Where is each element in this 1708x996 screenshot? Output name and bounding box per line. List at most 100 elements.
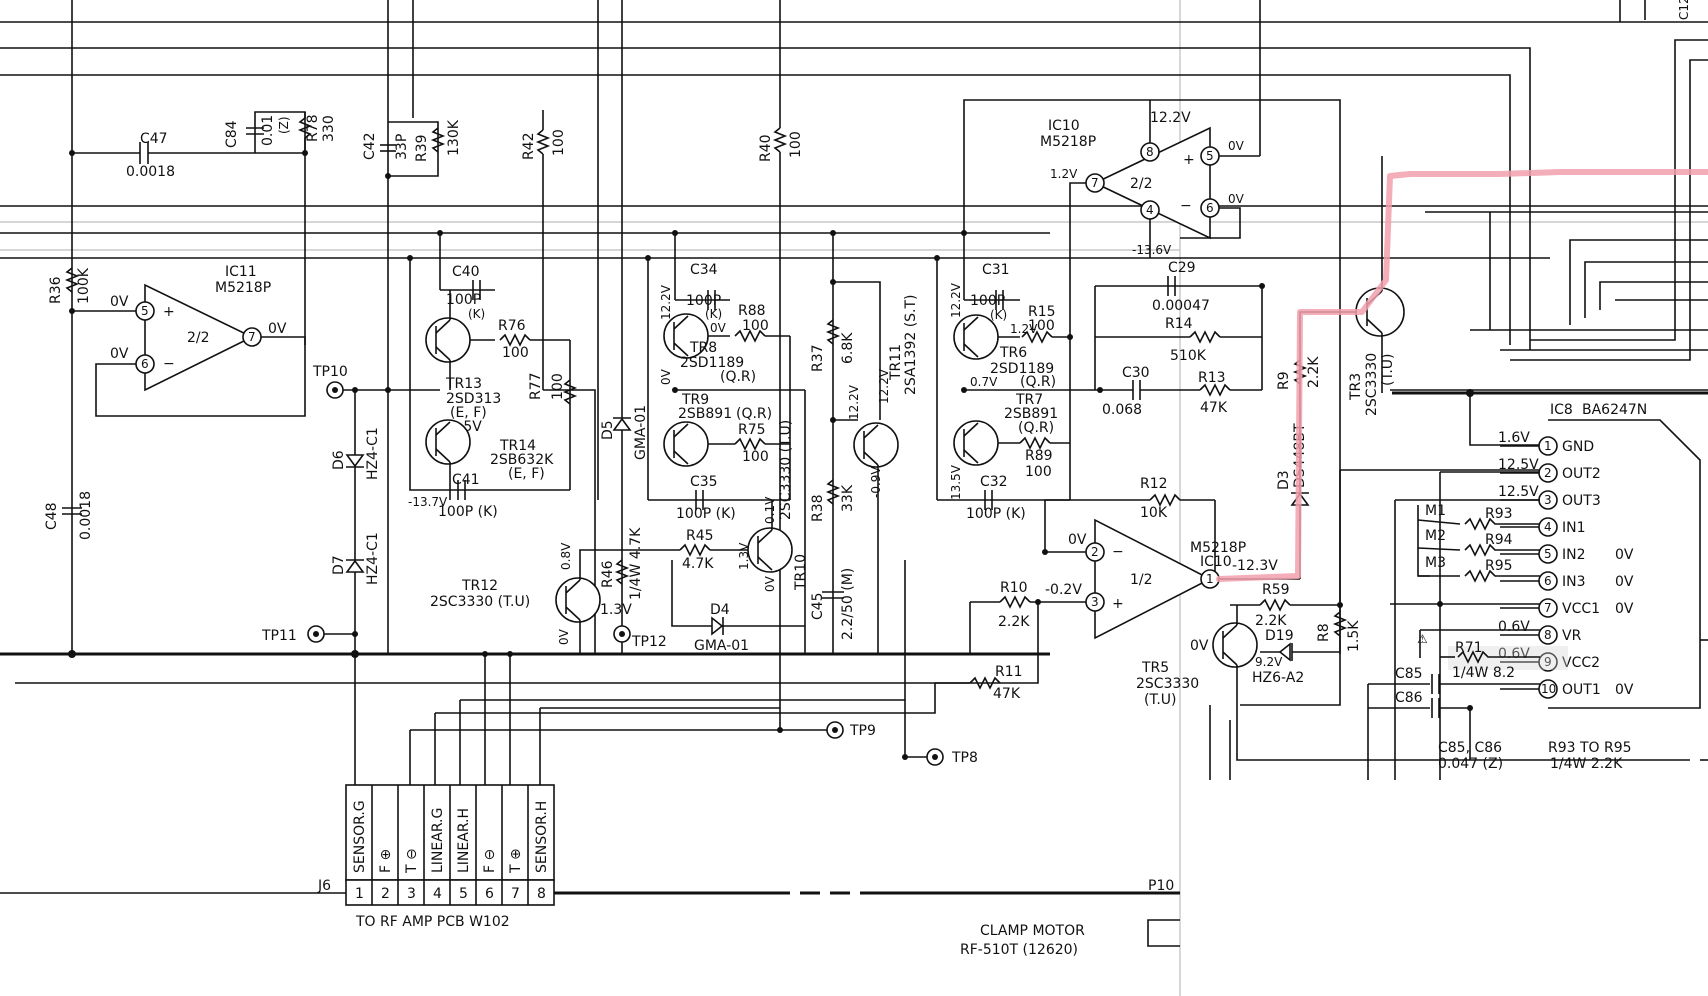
r76-value: 100 [502, 345, 529, 361]
r9-value: 2.2K [1306, 356, 1322, 388]
r94-ref: R94 [1485, 532, 1513, 548]
tr6-grade: (Q.R) [1020, 374, 1056, 390]
tr14-name: TR14 [499, 438, 536, 454]
r77-ref: R77 [528, 372, 544, 400]
tr13-tr14-block: C40 100P (K) TR13 2SD313 (E, F) 0.5V TR1… [407, 230, 578, 520]
ic8-pin-name: IN3 [1562, 574, 1586, 590]
r89-ref: R89 [1025, 448, 1053, 464]
clamp-part: RF-510T (12620) [960, 942, 1078, 958]
j6-connector: J6 P10 SENSOR.G1F ⊕2T ⊖3LINEAR.G4LINEAR.… [0, 784, 1180, 930]
j6-pin-label: LINEAR.G [430, 808, 446, 873]
ic8-name: IC8 [1550, 402, 1573, 418]
c30-ref: C30 [1122, 365, 1150, 381]
p10-ref: P10 [1148, 878, 1174, 894]
tr5-grade: (T.U) [1144, 692, 1177, 708]
r46-ref: R46 [600, 560, 616, 588]
ic10-upper: 2/2 + − IC10 M5218P 7 8 4 5 6 1.2V 12.2V… [963, 99, 1341, 654]
ic8-pin-number: 2 [1544, 466, 1552, 480]
r42-value: 100 [551, 129, 567, 156]
r10-value: 2.2K [998, 614, 1030, 630]
ic10a-v6: 0V [1228, 192, 1245, 206]
j6-ref: J6 [317, 878, 331, 894]
ic8-pin-number: 9 [1544, 655, 1552, 669]
r39-value: 130K [446, 119, 462, 156]
c31-value: 100P [970, 293, 1005, 309]
c48-value: 0.0018 [78, 491, 94, 540]
tr12-part: 2SC3330 (T.U) [430, 594, 530, 610]
c32-ref: C32 [980, 474, 1008, 490]
c84-ref: C84 [224, 120, 240, 148]
r59-value: 2.2K [1255, 613, 1287, 629]
ic11-opamp: + − 2/2 IC11 M5218P 5 6 7 0V 0V 0V [69, 264, 306, 417]
tr9-grade: (Q.R) [736, 406, 772, 422]
tr6-vb: 1.2V [1010, 322, 1038, 336]
c85-ref: C85 [1395, 666, 1423, 682]
tr11-vb: 12.2V [877, 368, 891, 404]
ic8-pin-name: IN1 [1562, 520, 1586, 536]
d7-value: HZ4-C1 [365, 532, 381, 585]
c47-ref: C47 [140, 131, 168, 147]
r95-m: M3 [1425, 555, 1446, 571]
right-bus-lines [1390, 0, 1708, 391]
tr10-name: TR10 [793, 554, 809, 591]
c84-value: 0.01 [260, 115, 276, 146]
r37-r38-c45-group: R37 6.8K R38 33K C45 2.2/50 (M) [810, 230, 881, 654]
c35-value: 100P (K) [676, 506, 736, 522]
ic8-pin-voltage-right: 0V [1615, 682, 1634, 698]
ic10a-pin7: 7 [1091, 176, 1099, 190]
tr5-vb: 0V [1190, 638, 1209, 654]
tr8-grade: (Q.R) [720, 369, 756, 385]
ic10b-pin2: 2 [1091, 545, 1099, 559]
c42-value: 33P [394, 134, 410, 160]
r8-ref: R8 [1316, 623, 1332, 642]
r36-ref: R36 [48, 276, 64, 304]
r59-ref: R59 [1262, 582, 1290, 598]
j6-pin-label: F ⊖ [482, 849, 498, 873]
ic10b-pin3: 3 [1091, 595, 1099, 609]
ic8-pin-name: GND [1562, 439, 1594, 455]
r38-ref: R38 [810, 494, 826, 522]
j6-pin-label: SENSOR.G [352, 800, 368, 873]
ic8-pin-number: 5 [1544, 547, 1552, 561]
ic8-pin-voltage-left: 0.6V [1498, 646, 1530, 662]
ic8-pin-voltage-left: 1.6V [1498, 430, 1530, 446]
tr7-vc: 13.5V [949, 464, 963, 500]
r93-m: M1 [1425, 503, 1446, 519]
j6-pin-label: SENSOR.H [534, 801, 550, 873]
tr7-name: TR7 [1015, 392, 1043, 408]
tr8-name: TR8 [689, 340, 717, 356]
r10-ref: R10 [1000, 580, 1028, 596]
tr11-group: 12.2V 12.2V -0.9V TR11 2SA1392 (S.T) [847, 294, 919, 654]
r8-group: R8 1.5K [1240, 469, 1540, 706]
c34-value: 100P [686, 293, 721, 309]
ic10a-pin5: 5 [1206, 149, 1214, 163]
r71-value: 1/4W 8.2 [1452, 665, 1515, 681]
d4-value: GMA-01 [694, 638, 749, 654]
svg-text:+: + [1112, 596, 1124, 612]
tr10-part: 2SC3330 (T.U) [778, 420, 794, 520]
c84-note: (Z) [277, 116, 291, 134]
d3-ref: D3 [1276, 470, 1292, 490]
ic10a-v-top: 12.2V [1150, 110, 1191, 126]
d7-ref: D7 [331, 555, 347, 575]
r95-ref: R95 [1485, 558, 1513, 574]
tr9-part: 2SB891 [678, 406, 732, 422]
tr13-part: 2SD313 [446, 391, 501, 407]
ic8-pin-number: 1 [1544, 439, 1552, 453]
ic8-pin-number: 6 [1544, 574, 1552, 588]
ic10b-v-minus: 0V [1068, 532, 1087, 548]
top-bus-lines [0, 0, 1708, 655]
tr12-vc: 0.8V [559, 542, 573, 570]
ic8-pin-voltage-right: 0V [1615, 601, 1634, 617]
connector-bus: TP9 TP8 [354, 560, 978, 785]
ic8-pin-name: OUT1 [1562, 682, 1601, 698]
tr13-name: TR13 [445, 376, 482, 392]
c86-ref: C86 [1395, 690, 1423, 706]
r36-group: R36 100K [48, 267, 92, 304]
r71-ref: R71 [1455, 640, 1483, 656]
tr5-part: 2SC3330 [1136, 676, 1199, 692]
tr12-group: 0.8V 1.3V 0V TR12 2SC3330 (T.U) R46 1/4W… [430, 527, 667, 654]
r36-value: 100K [76, 267, 92, 304]
c85c86-label: C85, C86 [1438, 740, 1502, 756]
ic11-v-minus: 0V [110, 346, 129, 362]
